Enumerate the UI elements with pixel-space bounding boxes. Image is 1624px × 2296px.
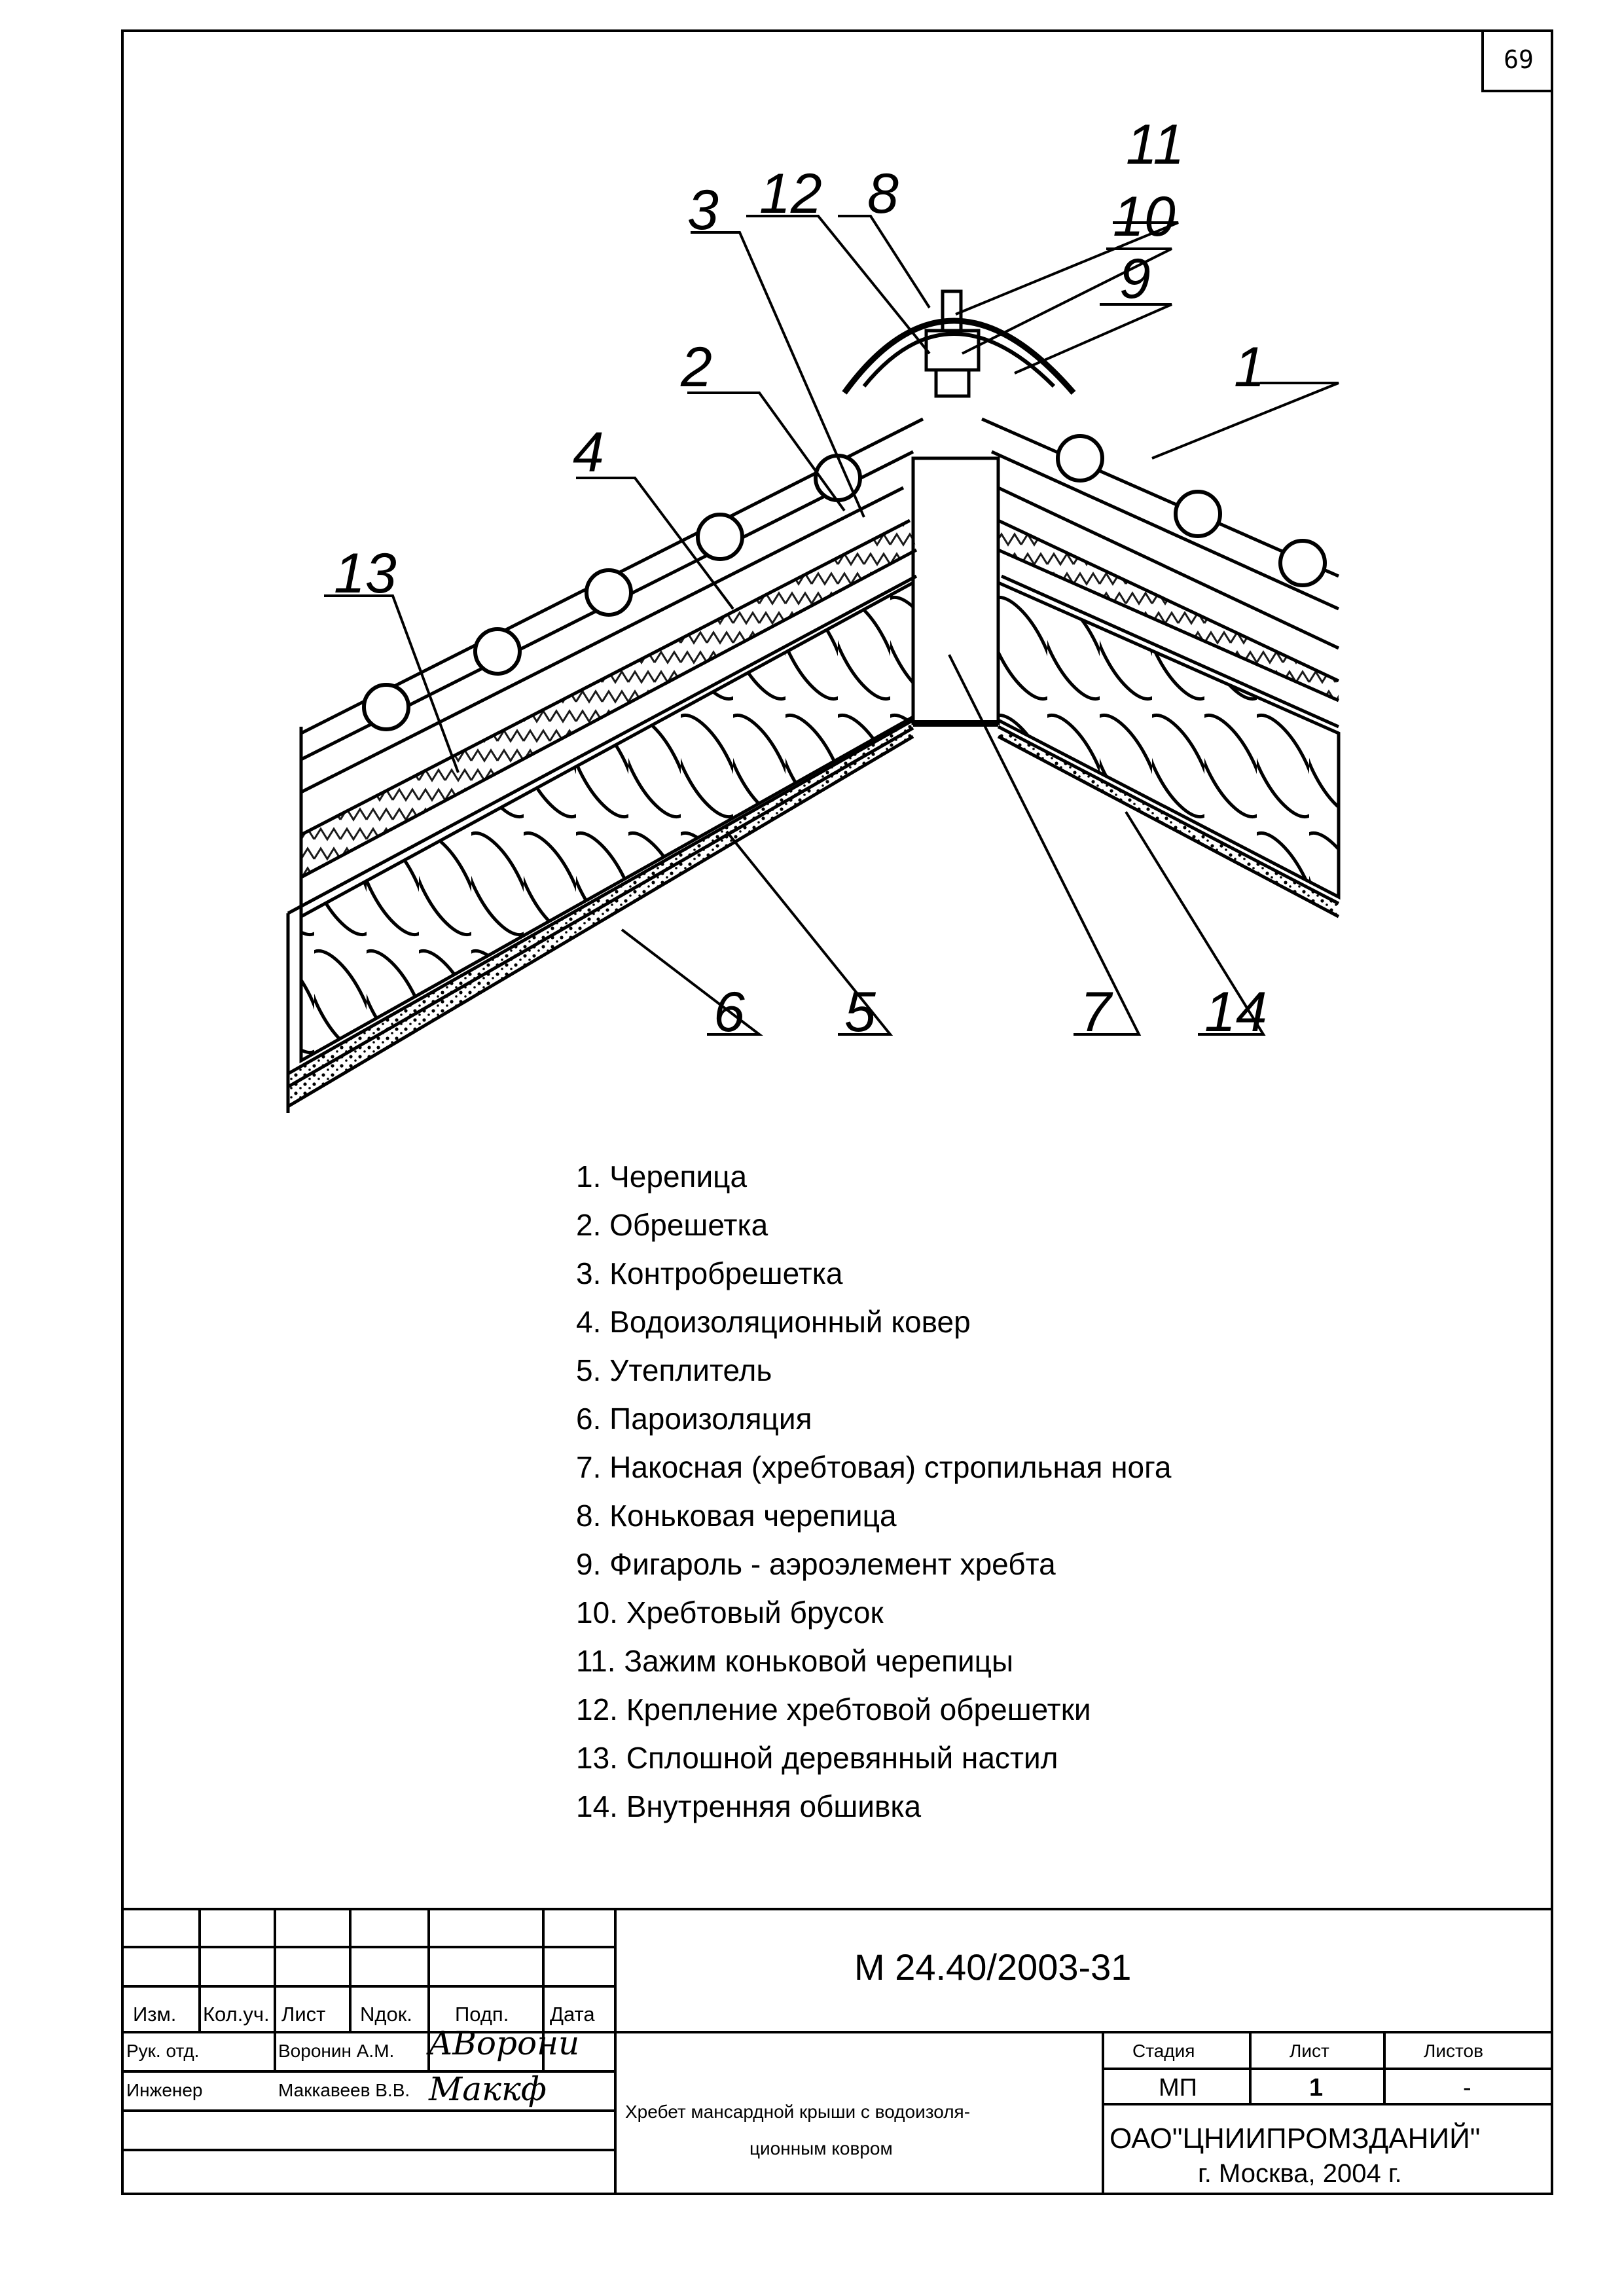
legend-item: 13. Сплошной деревянный настил bbox=[576, 1741, 1058, 1775]
organization: ОАО"ЦНИИПРОМЗДАНИЙ" bbox=[1110, 2123, 1481, 2155]
title-block-grid bbox=[121, 1908, 1553, 2195]
signature-engineer: Маккф bbox=[429, 2070, 547, 2108]
legend-item: 9. Фигароль - аэроэлемент хребта bbox=[576, 1547, 1056, 1581]
stage-label: Стадия bbox=[1132, 2041, 1195, 2061]
header-kol-uch: Кол.уч. bbox=[203, 2003, 270, 2026]
callout-3: 3 bbox=[687, 179, 719, 242]
header-data: Дата bbox=[550, 2003, 595, 2026]
title-line-2: ционным ковром bbox=[749, 2138, 893, 2159]
legend-item: 2. Обрешетка bbox=[576, 1208, 768, 1242]
roof-tiles bbox=[362, 434, 1327, 731]
legend-item: 10. Хребтовый брусок bbox=[576, 1595, 884, 1630]
callout-11: 11 bbox=[1126, 113, 1184, 176]
callout-4: 4 bbox=[573, 421, 604, 484]
signature-head: AВорони bbox=[429, 2024, 580, 2062]
callout-14: 14 bbox=[1204, 981, 1267, 1044]
page-number: 69 bbox=[1481, 29, 1553, 92]
legend-item: 3. Контробрешетка bbox=[576, 1256, 843, 1290]
callout-7: 7 bbox=[1080, 981, 1113, 1044]
legend-item: 7. Накосная (хребтовая) стропильная нога bbox=[576, 1450, 1172, 1484]
header-izm: Изм. bbox=[133, 2003, 177, 2026]
legend-item: 14. Внутренняя обшивка bbox=[576, 1789, 922, 1823]
legend-item: 8. Коньковая черепица bbox=[576, 1499, 897, 1533]
header-list: Лист bbox=[281, 2003, 326, 2026]
leader-lines bbox=[324, 215, 1339, 1036]
legend-item: 11. Зажим коньковой черепицы bbox=[576, 1644, 1014, 1678]
callout-12: 12 bbox=[759, 162, 822, 225]
sheets-value: - bbox=[1463, 2074, 1471, 2102]
callout-5: 5 bbox=[844, 981, 876, 1044]
callout-1: 1 bbox=[1234, 336, 1265, 399]
city-year: г. Москва, 2004 г. bbox=[1198, 2159, 1402, 2188]
legend-item: 6. Пароизоляция bbox=[576, 1402, 812, 1436]
header-ndok: Nдок. bbox=[360, 2003, 412, 2026]
sheets-label: Листов bbox=[1424, 2041, 1483, 2061]
title-line-1: Хребет мансардной крыши с водоизоля- bbox=[625, 2102, 971, 2122]
document-code: М 24.40/2003-31 bbox=[854, 1946, 1132, 1988]
legend-item: 1. Черепица bbox=[576, 1159, 748, 1194]
callout-2: 2 bbox=[680, 336, 712, 399]
role-engineer: Инженер bbox=[126, 2080, 203, 2100]
sheet-value: 1 bbox=[1309, 2074, 1324, 2102]
callout-labels: 1 2 3 4 5 6 7 8 9 10 11 12 13 14 bbox=[334, 113, 1267, 1044]
sheet-label: Лист bbox=[1290, 2041, 1329, 2061]
callout-6: 6 bbox=[713, 981, 745, 1044]
insulation bbox=[299, 579, 1341, 1064]
drawing-frame bbox=[121, 29, 1553, 2195]
header-podp: Подп. bbox=[455, 2003, 509, 2026]
stage-value: МП bbox=[1159, 2074, 1197, 2102]
inner-lining bbox=[288, 720, 1339, 1106]
callout-9: 9 bbox=[1119, 247, 1151, 310]
legend-list: 1. Черепица 2. Обрешетка 3. Контробрешет… bbox=[576, 1152, 1171, 1831]
callout-10: 10 bbox=[1113, 185, 1176, 248]
legend-item: 12. Крепление хребтовой обрешетки bbox=[576, 1692, 1091, 1726]
callout-8: 8 bbox=[867, 162, 899, 225]
name-head: Воронин А.М. bbox=[278, 2041, 395, 2061]
legend-item: 4. Водоизоляционный ковер bbox=[576, 1305, 971, 1339]
role-head: Рук. отд. bbox=[126, 2041, 200, 2061]
legend-item: 5. Утеплитель bbox=[576, 1353, 772, 1387]
name-engineer: Маккавеев В.В. bbox=[278, 2080, 410, 2100]
ridge-section-drawing: 1 2 3 4 5 6 7 8 9 10 11 12 13 14 bbox=[286, 113, 1341, 1113]
callout-13: 13 bbox=[334, 542, 397, 605]
counter-batten bbox=[301, 520, 1339, 877]
title-block: М 24.40/2003-31 Изм. Кол.уч. Лист Nдок. … bbox=[121, 1908, 1553, 2195]
